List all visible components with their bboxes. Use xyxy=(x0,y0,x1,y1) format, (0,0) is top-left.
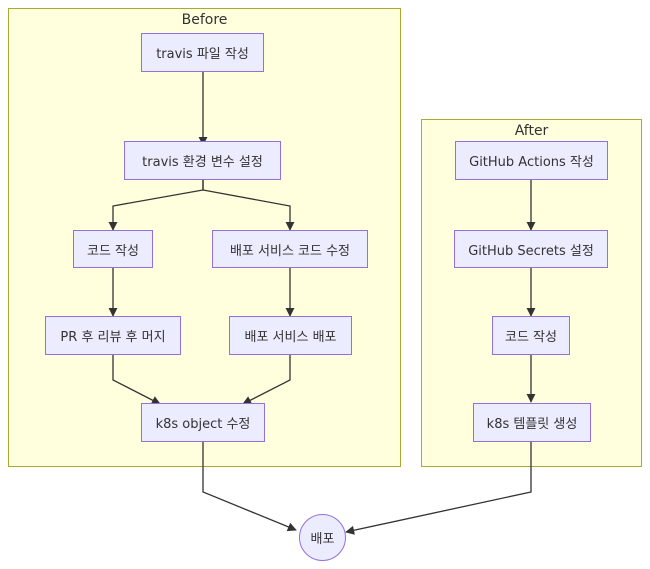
edge-pr-to-k8s-object xyxy=(112,355,161,405)
node-deploy: 배포 xyxy=(299,514,346,561)
cluster-before-title: Before xyxy=(181,12,228,28)
node-pr-review-merge-label: PR 후 리뷰 후 머지 xyxy=(60,330,166,345)
node-travis-file: travis 파일 작성 xyxy=(141,33,264,72)
edge-k8s-object-to-deploy xyxy=(202,442,297,532)
node-k8s-object-label: k8s object 수정 xyxy=(155,417,251,432)
node-github-actions-label: GitHub Actions 작성 xyxy=(469,155,594,170)
edge-deploy-service-to-k8s-object xyxy=(242,355,291,405)
cluster-after-title: After xyxy=(514,123,549,139)
node-k8s-template: k8s 템플릿 생성 xyxy=(473,403,591,442)
edge-template-to-deploy xyxy=(345,442,532,535)
node-code-write-after-label: 코드 작성 xyxy=(505,330,557,345)
node-k8s-object: k8s object 수정 xyxy=(141,403,265,442)
node-code-write-before: 코드 작성 xyxy=(73,230,153,268)
node-pr-review-merge: PR 후 리뷰 후 머지 xyxy=(45,316,181,355)
edge-env-to-code xyxy=(108,180,204,231)
node-deploy-service-deploy: 배포 서비스 배포 xyxy=(229,316,352,355)
node-deploy-service-deploy-label: 배포 서비스 배포 xyxy=(244,330,337,345)
node-code-write-before-label: 코드 작성 xyxy=(87,243,139,259)
node-k8s-template-label: k8s 템플릿 생성 xyxy=(486,417,578,432)
node-code-write-after: 코드 작성 xyxy=(492,316,570,355)
node-travis-env: travis 환경 변수 설정 xyxy=(124,141,281,180)
node-travis-file-label: travis 파일 작성 xyxy=(156,47,249,62)
node-travis-env-label: travis 환경 변수 설정 xyxy=(142,155,263,170)
node-deploy-service-code: 배포 서비스 코드 수정 xyxy=(212,230,368,268)
node-deploy-label: 배포 xyxy=(310,532,335,547)
node-deploy-service-code-label: 배포 서비스 코드 수정 xyxy=(229,243,351,259)
node-github-secrets: GitHub Secrets 설정 xyxy=(454,230,608,268)
node-github-secrets-label: GitHub Secrets 설정 xyxy=(468,243,594,259)
edge-env-to-deploy-code xyxy=(202,180,295,231)
node-github-actions: GitHub Actions 작성 xyxy=(455,141,608,180)
